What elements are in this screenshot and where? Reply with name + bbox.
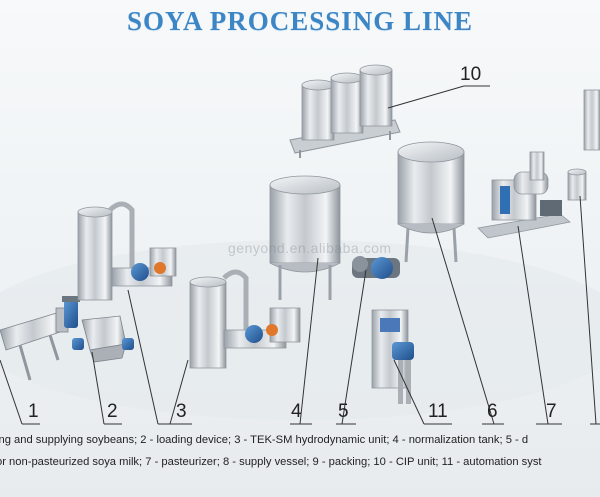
label-3: 3 [176, 401, 187, 422]
cip-unit [289, 64, 401, 158]
hydrodynamic-unit-b [189, 269, 301, 369]
label-4: 4 [291, 401, 302, 422]
caption-line-1: ing and supplying soybeans; 2 - loading … [0, 434, 529, 446]
label-1: 1 [28, 401, 39, 422]
soybean-conveyor [0, 296, 80, 381]
label-2: 2 [107, 401, 118, 422]
leader-lines [0, 85, 600, 425]
supply-vessel [567, 168, 587, 201]
label-11: 11 [428, 401, 448, 422]
milk-tank [397, 141, 465, 263]
hydrodynamic-unit-a [77, 201, 177, 301]
watermark: genyond.en.alibaba.com [228, 240, 392, 256]
automation-system [371, 309, 414, 404]
diagram-title: SOYA PROCESSING LINE [126, 6, 474, 36]
legend-caption: ing and supplying soybeans; 2 - loading … [0, 434, 600, 497]
label-10: 10 [460, 64, 482, 85]
pump-unit [352, 256, 400, 279]
label-6: 6 [487, 401, 498, 422]
label-5: 5 [338, 401, 349, 422]
normalization-tank [269, 175, 341, 300]
packing-machine [583, 89, 600, 151]
equipment-illustration [0, 64, 600, 425]
label-7: 7 [546, 401, 557, 422]
pasteurizer [477, 151, 571, 239]
caption-line-2: or non-pasteurized soya milk; 7 - pasteu… [0, 456, 542, 468]
